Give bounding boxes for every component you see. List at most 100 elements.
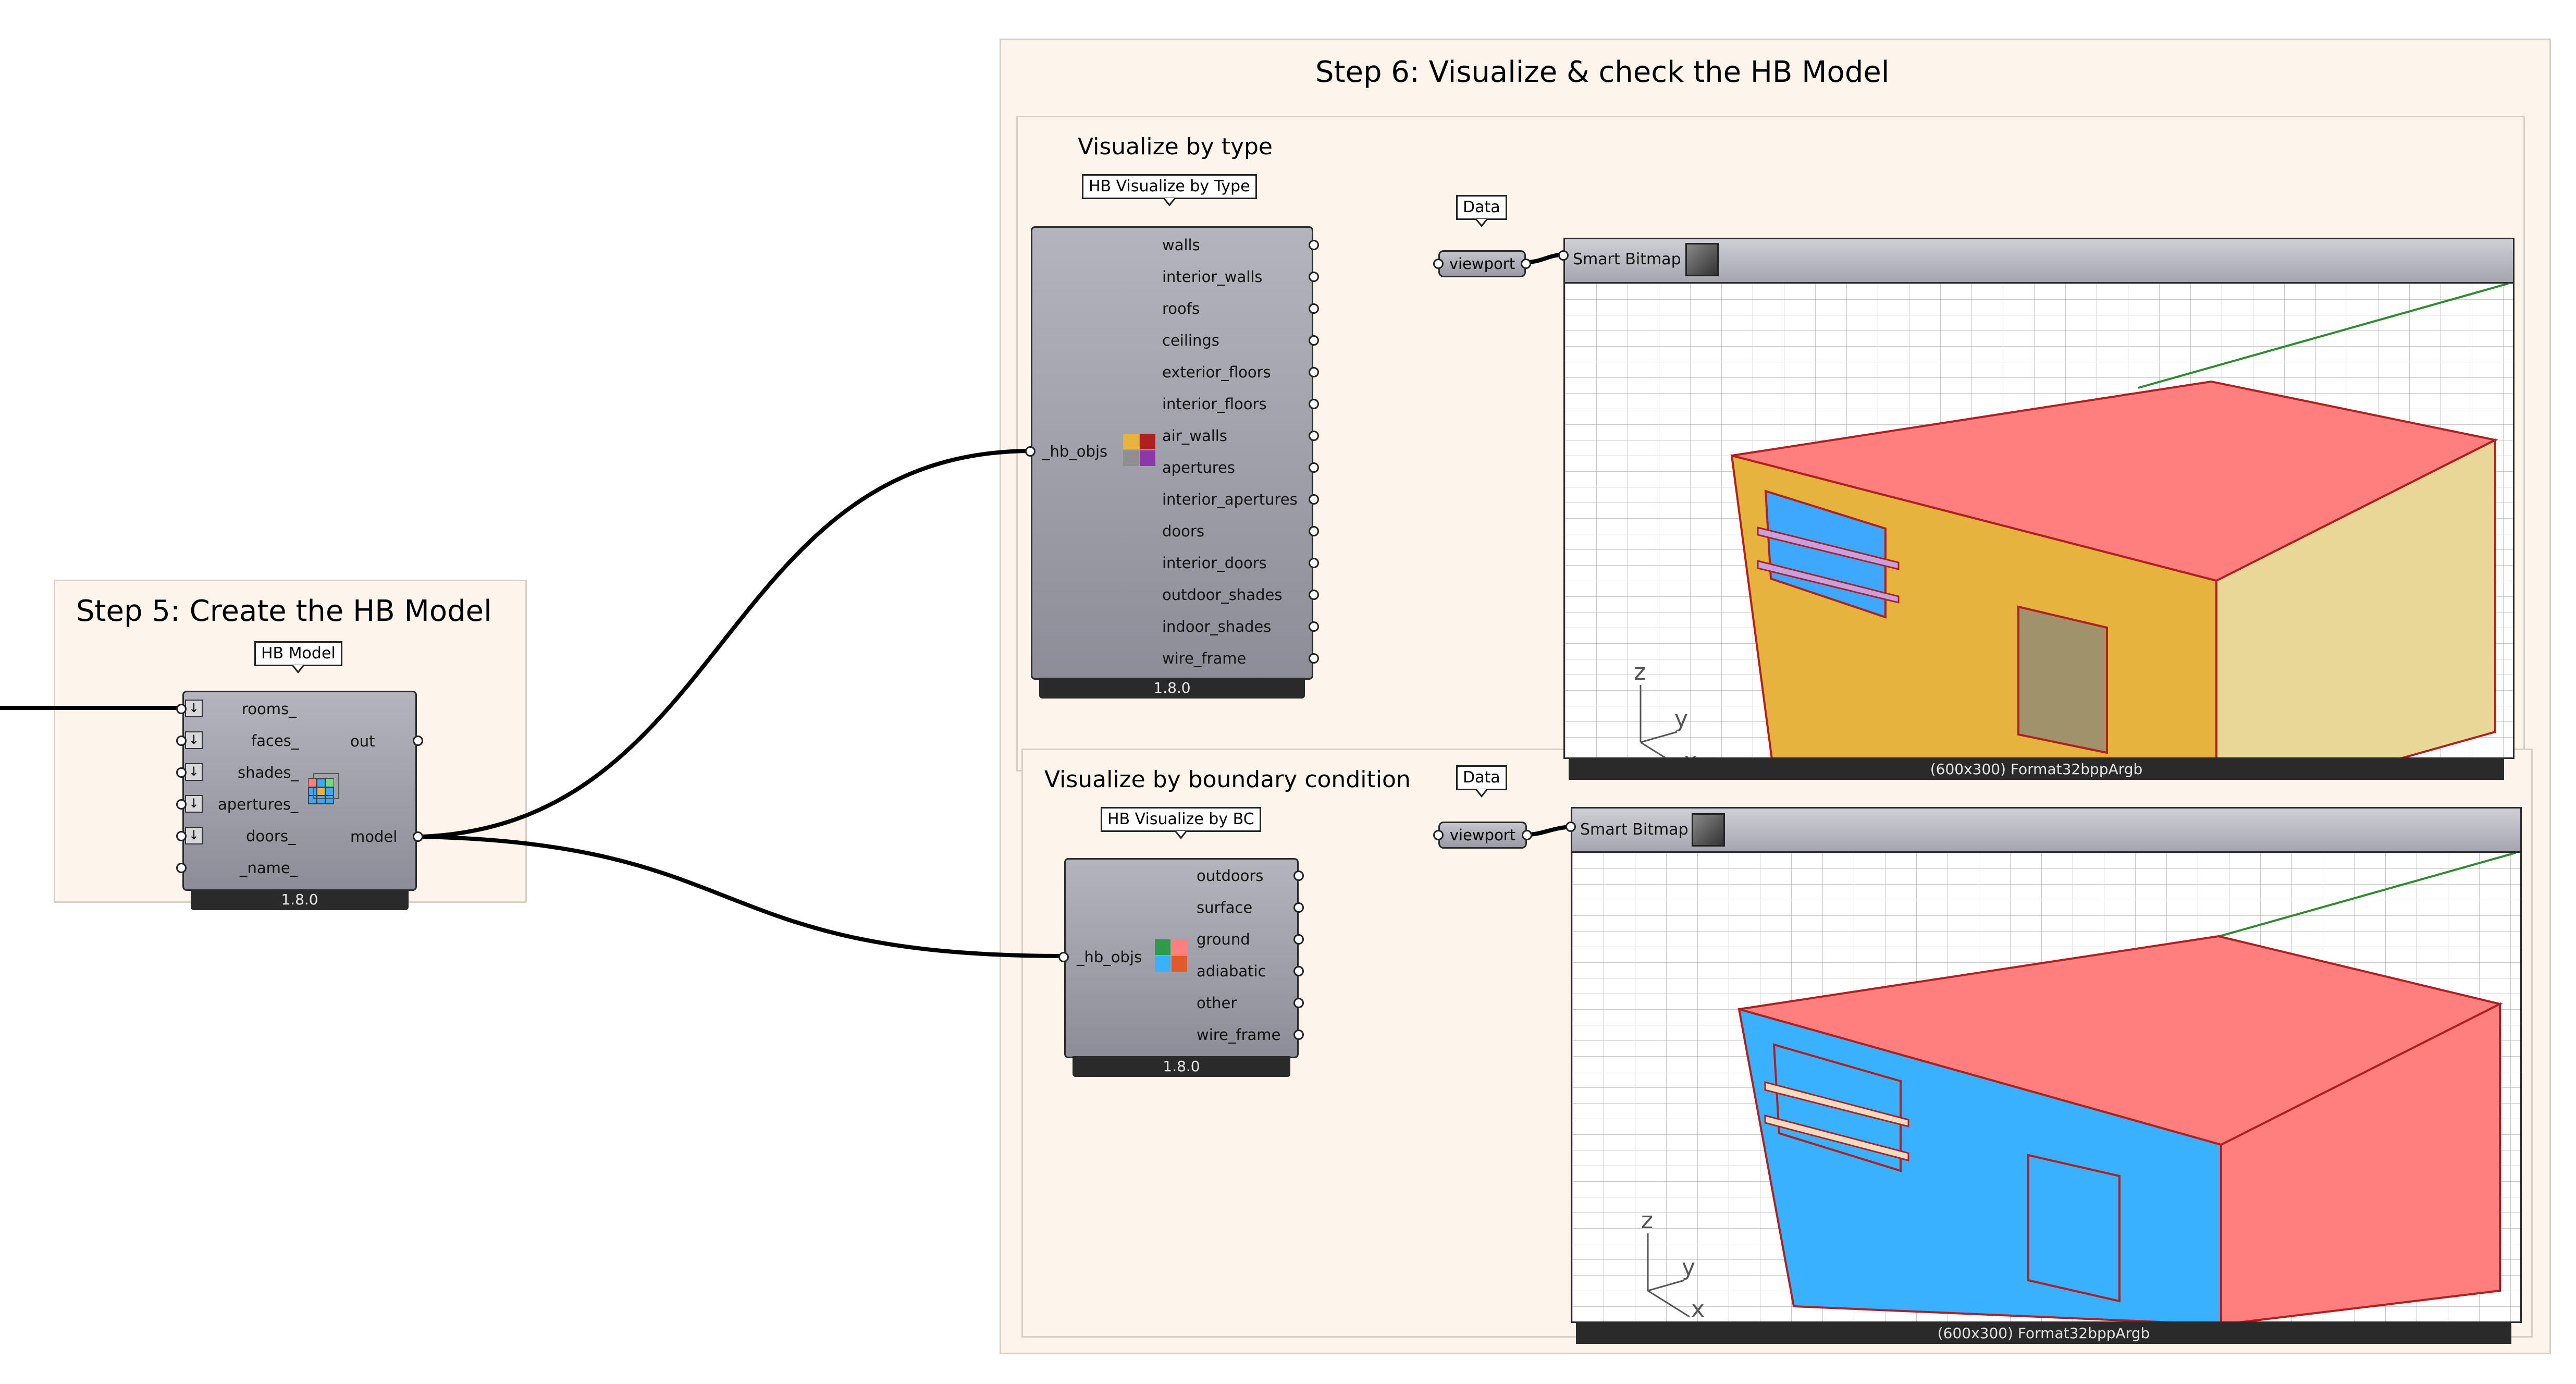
output-interior-apertures: interior_apertures — [1162, 491, 1298, 508]
viz-by-bc-label: HB Visualize by BC — [1101, 807, 1261, 839]
output-outdoor-shades: outdoor_shades — [1162, 586, 1283, 604]
grip-out-surface[interactable] — [1293, 902, 1304, 913]
axis-y-bc: y — [1682, 1254, 1695, 1281]
output-apertures: apertures — [1162, 459, 1235, 476]
grip-out-indoor-shades[interactable] — [1309, 621, 1319, 632]
axis-x: x — [1684, 748, 1697, 759]
output-other: other — [1197, 994, 1237, 1012]
grip-in-rooms[interactable] — [176, 704, 187, 714]
wall-outdoors-side — [2220, 1002, 2501, 1321]
output-ground: ground — [1197, 930, 1250, 948]
output-out: out — [350, 732, 375, 750]
smart-bitmap-bc-footer: (600x300) Format32bppArgb — [1576, 1323, 2511, 1344]
grip-out-adiabatic[interactable] — [1293, 966, 1304, 976]
viz-by-type-version: 1.8.0 — [1039, 678, 1305, 699]
output-ceilings: ceilings — [1162, 332, 1219, 349]
viz-by-bc-version: 1.8.0 — [1073, 1056, 1290, 1077]
axis-x-bc: x — [1691, 1296, 1705, 1322]
viz-by-type-component[interactable] — [1031, 226, 1313, 680]
output-exterior-floors: exterior_floors — [1162, 363, 1271, 381]
door-shape — [2017, 605, 2108, 754]
output-wire-frame-bc: wire_frame — [1197, 1026, 1281, 1044]
grip-out-wire-frame-bc[interactable] — [1293, 1030, 1304, 1040]
grip-out-walls[interactable] — [1309, 240, 1319, 250]
grip-out-interior-doors[interactable] — [1309, 558, 1319, 568]
grip-out-interior-apertures[interactable] — [1309, 494, 1319, 505]
hb-model-component[interactable] — [182, 691, 417, 891]
grip-viewport-type-in[interactable] — [1433, 259, 1444, 269]
input-hb-objs-bc: _hb_objs — [1077, 948, 1142, 966]
input-faces: faces_ — [251, 732, 299, 750]
smart-bitmap-bc[interactable]: Smart Bitmap z y x — [1566, 807, 2522, 1323]
grip-bitmap-type-in[interactable] — [1558, 250, 1569, 261]
grip-out-interior-floors[interactable] — [1309, 399, 1319, 409]
input-doors: doors_ — [246, 827, 296, 845]
output-surface: surface — [1197, 899, 1253, 916]
by-bc-title: Visualize by boundary condition — [1044, 766, 1411, 793]
grip-out-air-walls[interactable] — [1309, 431, 1319, 441]
axis-z: z — [1634, 659, 1646, 685]
grip-in-apertures[interactable] — [176, 799, 187, 810]
input-apertures: apertures_ — [218, 795, 299, 813]
door-shape-bc — [2027, 1154, 2121, 1303]
grip-out-ground[interactable] — [1293, 934, 1304, 945]
rooms-flatten-icon[interactable]: ↓ — [185, 700, 203, 717]
grip-viewport-bc-in[interactable] — [1433, 830, 1444, 840]
visualize-by-bc-icon — [1155, 939, 1188, 973]
output-air-walls: air_walls — [1162, 427, 1227, 445]
smart-bitmap-type-title: Smart Bitmap — [1573, 250, 1681, 268]
by-type-title: Visualize by type — [1078, 133, 1273, 160]
output-interior-doors: interior_doors — [1162, 554, 1267, 572]
input-name: _name_ — [240, 859, 298, 877]
doors-flatten-icon[interactable]: ↓ — [185, 827, 203, 844]
output-indoor-shades: indoor_shades — [1162, 618, 1272, 635]
output-walls: walls — [1162, 236, 1200, 254]
grip-out-ceilings[interactable] — [1309, 335, 1319, 346]
grip-out-outdoor-shades[interactable] — [1309, 590, 1319, 600]
smart-bitmap-type-footer: (600x300) Format32bppArgb — [1569, 759, 2504, 780]
bitmap-thumbnail-icon[interactable] — [1685, 243, 1719, 276]
grip-out-wire-frame[interactable] — [1309, 653, 1319, 664]
output-model: model — [350, 828, 398, 846]
wire-model-to-by-type — [422, 449, 1032, 839]
grip-in-doors[interactable] — [176, 831, 187, 841]
grip-out-apertures[interactable] — [1309, 462, 1319, 473]
viewport-param-type[interactable]: viewport — [1438, 250, 1526, 277]
grip-viewport-type-out[interactable] — [1521, 259, 1531, 269]
hb-model-icon — [308, 773, 339, 804]
grip-viewport-bc-out[interactable] — [1522, 830, 1532, 840]
grip-out-out[interactable] — [413, 736, 423, 746]
shades-flatten-icon[interactable]: ↓ — [185, 763, 203, 781]
grip-out-outdoors[interactable] — [1293, 871, 1304, 881]
output-interior-floors: interior_floors — [1162, 395, 1267, 413]
grip-in-name[interactable] — [176, 863, 187, 873]
grip-out-roofs[interactable] — [1309, 303, 1319, 314]
input-hb-objs-type: _hb_objs — [1042, 443, 1108, 460]
grip-bitmap-bc-in[interactable] — [1566, 822, 1576, 832]
axis-z-bc: z — [1641, 1207, 1653, 1234]
axes-gizmo: z y x — [1634, 659, 1697, 759]
axis-y: y — [1674, 706, 1688, 732]
grip-in-hb-objs-bc[interactable] — [1058, 952, 1069, 962]
grip-in-hb-objs-type[interactable] — [1025, 446, 1036, 457]
output-interior-walls: interior_walls — [1162, 268, 1263, 286]
bitmap-type-viewport: z y x — [1563, 282, 2515, 759]
grip-out-exterior-floors[interactable] — [1309, 367, 1319, 377]
smart-bitmap-bc-title: Smart Bitmap — [1580, 820, 1688, 839]
grip-in-faces[interactable] — [176, 736, 187, 746]
smart-bitmap-type[interactable]: Smart Bitmap z y x — [1558, 238, 2515, 759]
viewport-param-bc[interactable]: viewport — [1438, 822, 1527, 849]
apertures-flatten-icon[interactable]: ↓ — [185, 795, 203, 813]
grip-out-model[interactable] — [413, 831, 423, 842]
smart-bitmap-bc-header — [1571, 807, 2522, 853]
hb-model-version: 1.8.0 — [191, 889, 409, 910]
axes-gizmo-bc: z y x — [1641, 1207, 1705, 1322]
faces-flatten-icon[interactable]: ↓ — [185, 731, 203, 749]
grip-out-interior-walls[interactable] — [1309, 272, 1319, 282]
bitmap-thumbnail-icon[interactable] — [1692, 813, 1725, 847]
grip-in-shades[interactable] — [176, 767, 187, 778]
output-wire-frame: wire_frame — [1162, 650, 1247, 667]
input-rooms: rooms_ — [242, 700, 297, 718]
grip-out-other[interactable] — [1293, 998, 1304, 1008]
grip-out-doors[interactable] — [1309, 526, 1319, 536]
